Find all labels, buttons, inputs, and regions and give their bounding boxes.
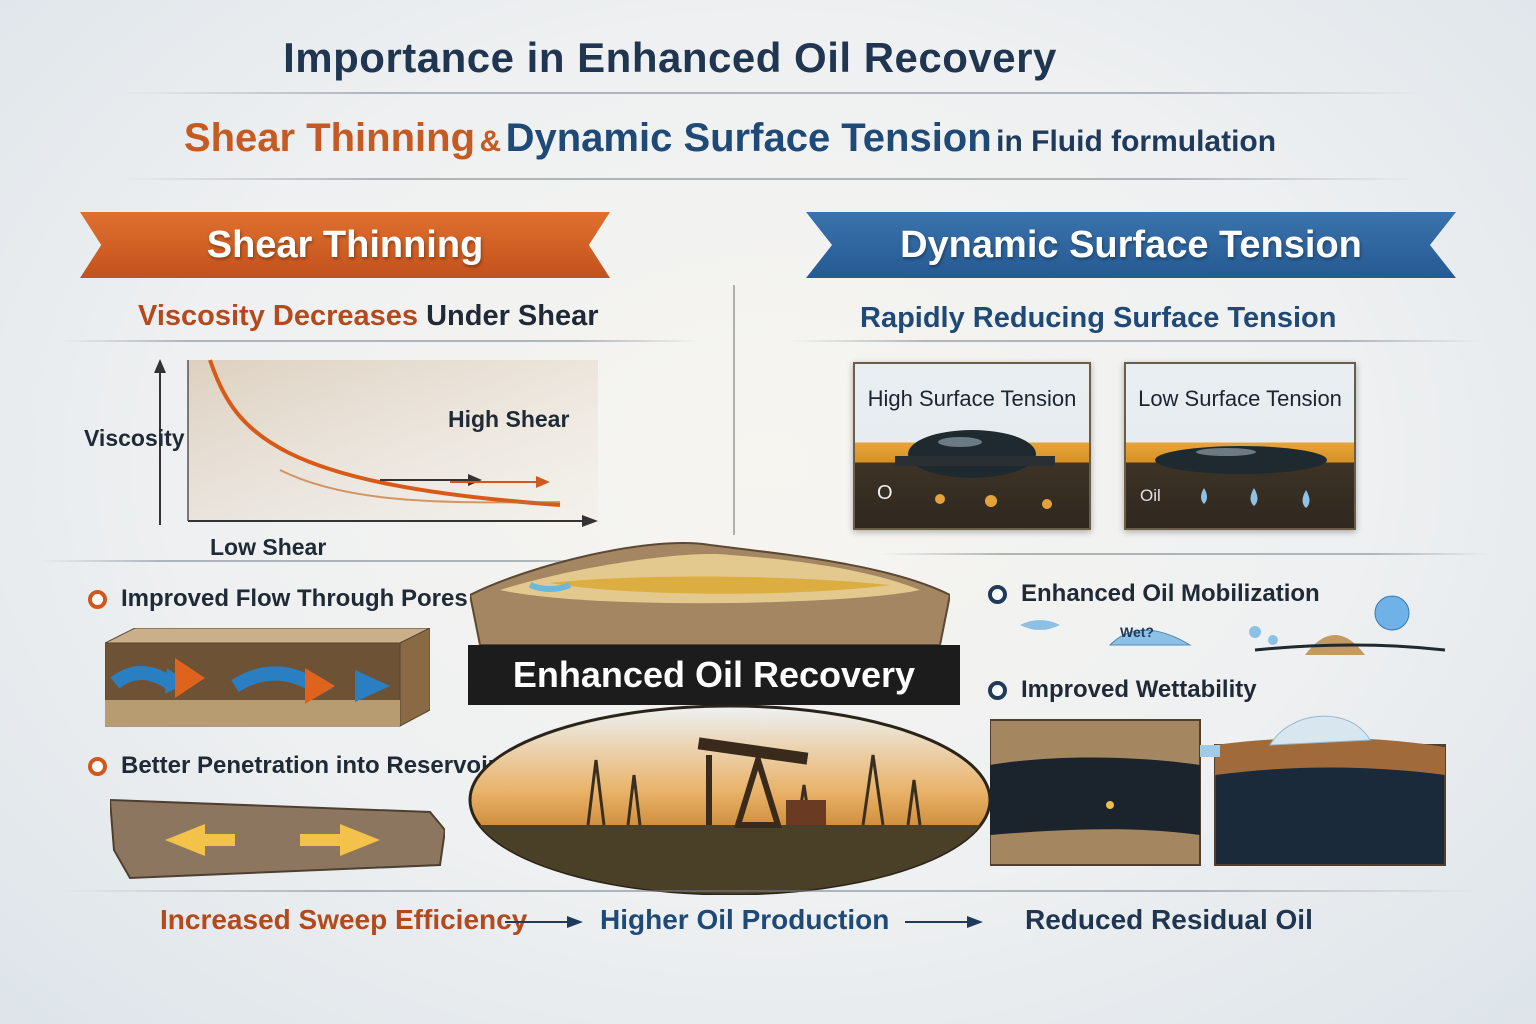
bullet-improved-wettability-text: Improved Wettability [1021, 676, 1257, 703]
low-surface-tension-panel: Low Surface Tension Oil [1124, 362, 1356, 530]
flow-arrow-icon [110, 666, 174, 689]
droplet-wet [1108, 629, 1192, 646]
arrow-right-icon [505, 910, 585, 939]
high-surface-tension-label: High Surface Tension [867, 386, 1077, 411]
reduced-residual-oil-label: Reduced Residual Oil [1025, 904, 1313, 935]
ground [470, 825, 990, 894]
bullet-dot-icon [988, 584, 1007, 604]
water-drop [1302, 490, 1310, 508]
viscosity-chart [150, 355, 610, 535]
divider-bottom [60, 890, 1480, 892]
chart-high-shear-label: High Shear [448, 406, 570, 432]
reservoir-rock-slab [108, 790, 447, 882]
high-panel-oil-label: O [877, 482, 893, 504]
dynamic-surface-tension-banner: Dynamic Surface Tension [806, 212, 1456, 278]
wettability-illustration [989, 705, 1450, 870]
small-bubble [1268, 635, 1278, 645]
pore-flow-block [104, 627, 431, 728]
bullet-better-penetration: Better Penetration into Reservoir [88, 752, 497, 780]
droplet-highlight [938, 437, 982, 447]
rock-slab [108, 798, 447, 880]
divider-subtitle [120, 178, 1420, 180]
viscosity-heading: Viscosity Decreases Under Shear [138, 300, 599, 333]
divider-top [120, 92, 1420, 94]
page-subtitle: Shear Thinning & Dynamic Surface Tension… [0, 116, 1460, 161]
water-drop [1250, 488, 1258, 506]
water-drop [1201, 488, 1207, 504]
viscosity-heading-rest: Under Shear [426, 300, 599, 332]
viscosity-heading-colored: Viscosity Decreases [138, 300, 419, 332]
low-surface-tension-label: Low Surface Tension [1138, 386, 1342, 411]
subtitle-ampersand: & [479, 125, 502, 158]
divider-left-heading [60, 340, 700, 342]
subtitle-fluid-formulation: in Fluid formulation [996, 125, 1277, 158]
mobilization-illustration [1015, 595, 1446, 665]
arrow-right-icon [905, 910, 985, 939]
flow-arrow-icon [175, 658, 205, 698]
water-cap [1269, 715, 1371, 746]
pumpjack-icon [697, 737, 826, 828]
penetration-arrow-left-icon [165, 824, 235, 856]
oil-sparkle [1106, 801, 1114, 809]
bullet-enhanced-mobilization: Enhanced Oil Mobilization [988, 580, 1320, 608]
oil-droplet-base [895, 456, 1055, 466]
oil-droplet-high [908, 430, 1036, 478]
bullet-improved-flow-text: Improved Flow Through Pores [121, 585, 468, 612]
bullet-improved-flow: Improved Flow Through Pores [88, 585, 468, 613]
surface-line [1254, 643, 1446, 652]
surface-tension-heading: Rapidly Reducing Surface Tension [860, 302, 1337, 334]
shear-thinning-banner: Shear Thinning [80, 212, 610, 278]
enhanced-oil-recovery-banner: Enhanced Oil Recovery [468, 645, 960, 705]
reservoir-rock-cap [468, 535, 952, 655]
chart-area [188, 360, 598, 520]
divider-mid-right [880, 553, 1490, 555]
oil-field-scene [468, 704, 993, 896]
bullet-dot-icon [88, 756, 107, 776]
higher-oil-production-label: Higher Oil Production [600, 904, 890, 935]
oil-pocket-left [990, 757, 1200, 835]
rock-layer-right [1215, 737, 1445, 775]
sweep-efficiency-label: Increased Sweep Efficiency [160, 904, 528, 935]
droplet-spreading [1020, 620, 1060, 630]
block-top [104, 627, 431, 644]
low-panel-oil-label: Oil [1140, 486, 1161, 505]
small-bubble [1249, 626, 1261, 638]
block-sediment [105, 700, 400, 726]
bullet-enhanced-mobilization-text: Enhanced Oil Mobilization [1021, 580, 1320, 607]
x-arrow-head [582, 515, 598, 527]
shear-arrow-orange-head [536, 476, 550, 488]
block-side [399, 627, 431, 727]
divider-mid-left [40, 560, 660, 562]
y-arrow-head [154, 359, 166, 373]
water-channel [1200, 745, 1220, 757]
center-divider [733, 285, 735, 535]
flow-arrow-icon [355, 670, 390, 702]
bullet-better-penetration-text: Better Penetration into Reservoir [121, 752, 498, 779]
oil-bubble [985, 495, 997, 507]
chart-ylabel: Viscosity [84, 425, 185, 451]
chart-low-shear-label: Low Shear [210, 534, 327, 560]
subtitle-shear-thinning: Shear Thinning [183, 116, 476, 160]
bullet-dot-icon [88, 589, 107, 609]
oil-bubble [935, 494, 945, 504]
divider-right-heading [790, 340, 1480, 342]
page-title: Importance in Enhanced Oil Recovery [283, 34, 1057, 81]
viscosity-curve-shadow [279, 469, 561, 504]
wet-label: Wet? [1120, 624, 1154, 640]
viscosity-curve [208, 359, 561, 507]
large-droplet [1374, 595, 1410, 631]
oil-layer [550, 576, 890, 594]
oil-bubble [1042, 499, 1052, 509]
subtitle-dynamic-surface-tension: Dynamic Surface Tension [505, 116, 992, 160]
penetration-arrow-right-icon [300, 824, 380, 856]
bullet-improved-wettability: Improved Wettability [988, 676, 1257, 704]
bullet-dot-icon [988, 680, 1007, 700]
droplet-highlight [1196, 448, 1256, 456]
flow-arrow-icon [305, 668, 335, 704]
water-seep [528, 582, 572, 592]
high-surface-tension-panel: High Surface Tension O [853, 362, 1091, 530]
